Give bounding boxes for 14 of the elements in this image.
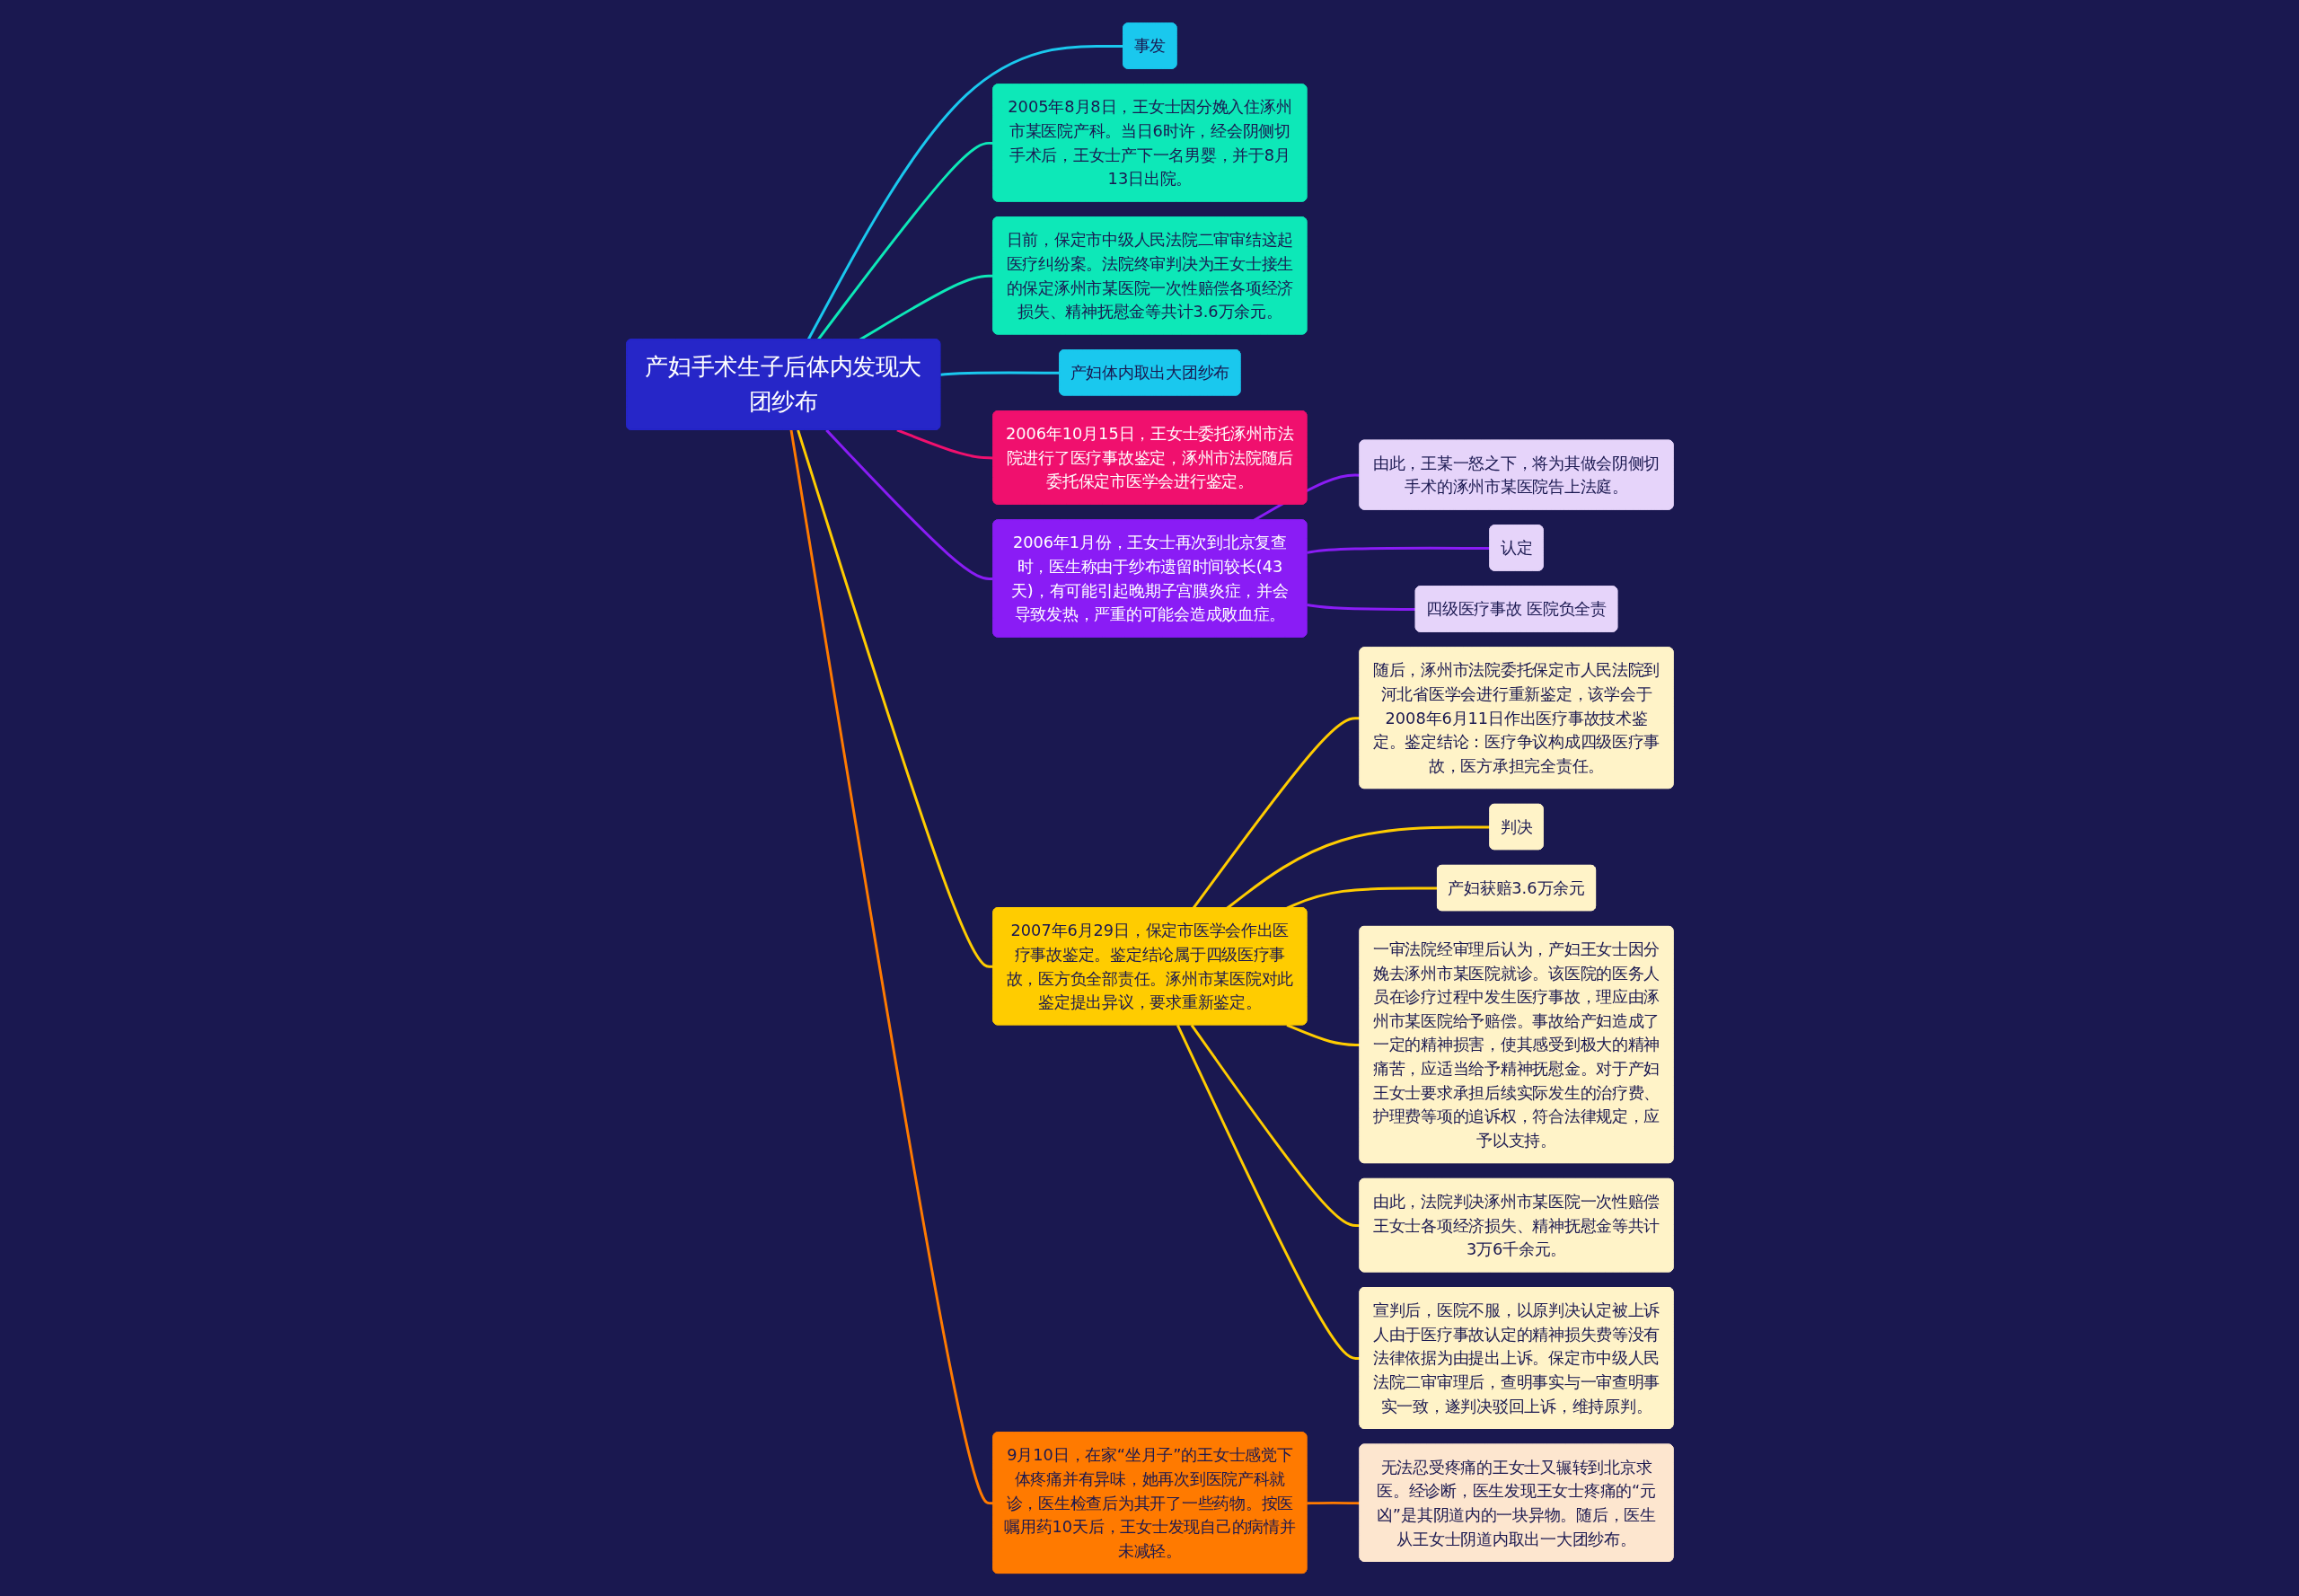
connector (1306, 1501, 1361, 1504)
connector (806, 44, 1123, 340)
connector (1176, 1024, 1361, 1360)
connector (1306, 603, 1416, 611)
connector (816, 141, 993, 340)
connector (824, 428, 993, 580)
connector (895, 428, 993, 460)
connector (1192, 716, 1361, 909)
connector (1190, 1024, 1361, 1227)
connector (789, 429, 994, 1504)
connector (1306, 546, 1491, 554)
connector (796, 429, 994, 968)
connector (939, 371, 1060, 376)
connector (1286, 1023, 1361, 1046)
